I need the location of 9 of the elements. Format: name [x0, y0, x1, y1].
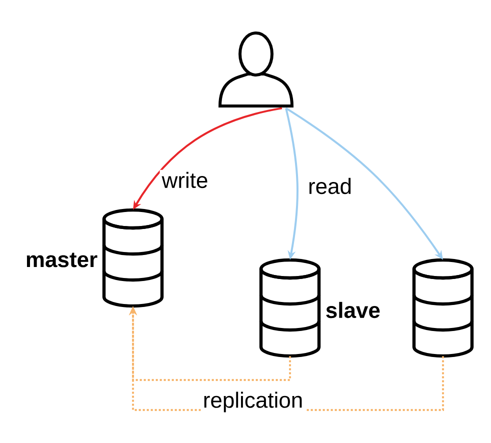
edge-label: read	[306, 176, 354, 196]
person-icon	[218, 32, 294, 108]
edge-label: write	[160, 170, 210, 190]
edge-label: replication	[200, 390, 306, 414]
database-icon	[102, 208, 164, 308]
node-label: master	[26, 252, 98, 268]
database-icon	[259, 258, 321, 358]
database-icon	[412, 258, 474, 358]
node-label: slave	[326, 302, 380, 318]
